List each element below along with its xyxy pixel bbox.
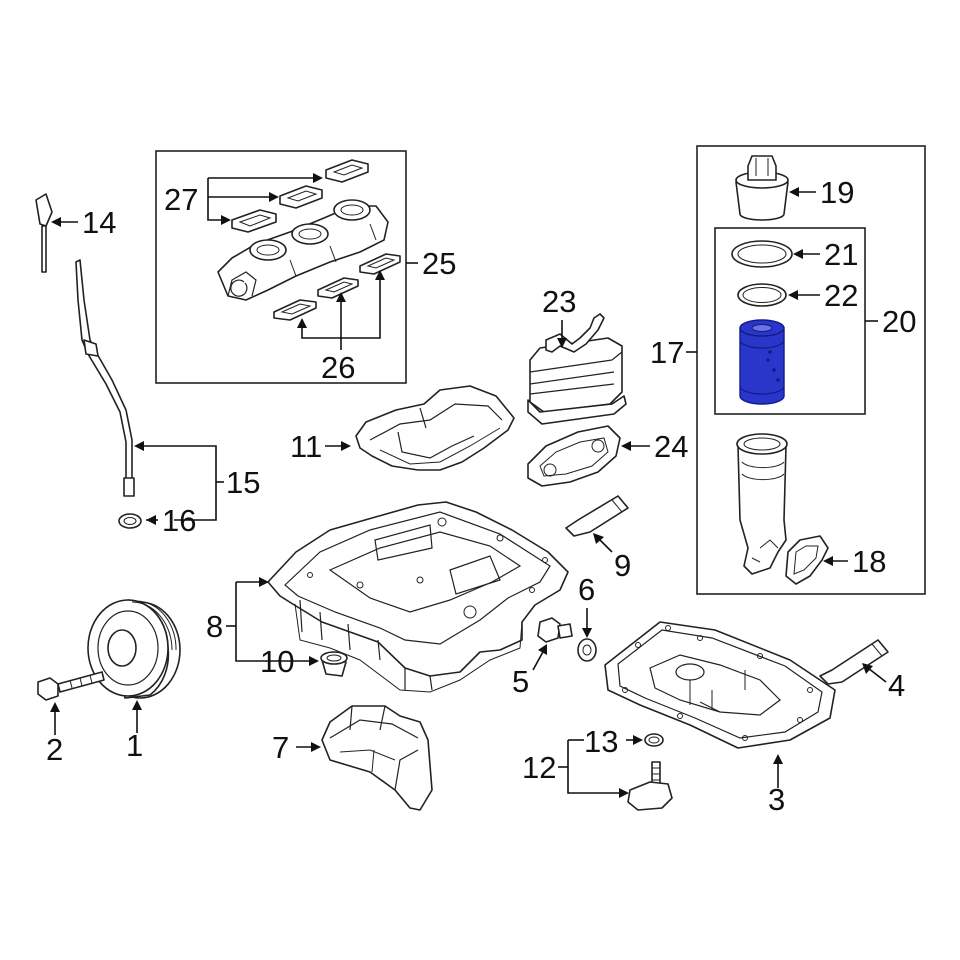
leader-lines (50, 173, 887, 798)
callout-6: 6 (578, 572, 595, 607)
sealant-tube-4 (819, 639, 889, 685)
drain-plug (537, 617, 573, 643)
pulley-bolt (37, 671, 105, 701)
dipstick (35, 193, 53, 273)
tube-o-ring (118, 513, 142, 529)
lower-oil-pan (604, 621, 836, 749)
intake-gaskets-26 (273, 253, 401, 321)
dipstick-tube (75, 259, 135, 497)
sensor-o-ring (644, 733, 664, 747)
group-box-17 (696, 145, 926, 595)
callout-11: 11 (290, 429, 322, 464)
callout-13: 13 (584, 724, 618, 759)
callout-1: 1 (126, 728, 143, 763)
intake-gaskets-27 (231, 159, 369, 233)
upper-oil-pan (267, 501, 569, 693)
plug-washer (577, 638, 597, 662)
callout-14: 14 (82, 205, 116, 240)
callout-25: 25 (422, 246, 456, 281)
callout-23: 23 (542, 284, 576, 319)
callout-17: 17 (650, 335, 684, 370)
callout-4: 4 (888, 668, 905, 703)
callout-9: 9 (614, 548, 631, 583)
filter-o-ring-small (737, 283, 787, 307)
oil-filter-element (739, 319, 785, 405)
callout-19: 19 (820, 175, 854, 210)
filter-cap-10 (320, 651, 348, 677)
filter-cap-19 (735, 155, 789, 221)
callout-2: 2 (46, 732, 63, 767)
callout-12: 12 (522, 750, 556, 785)
oil-filter-housing (736, 433, 788, 575)
filter-housing-gasket (785, 535, 829, 585)
callout-27: 27 (164, 182, 198, 217)
callout-3: 3 (768, 782, 785, 817)
callout-26: 26 (321, 350, 355, 385)
oil-baffle (321, 705, 433, 811)
callout-5: 5 (512, 664, 529, 699)
filter-o-ring-large (731, 240, 793, 268)
callout-18: 18 (852, 544, 886, 579)
callout-labels: 1 2 3 4 5 6 7 8 9 10 11 12 13 14 15 16 1… (46, 175, 916, 817)
sealant-tube-9 (565, 495, 629, 537)
callout-24: 24 (654, 429, 688, 464)
engine-cover (355, 385, 515, 471)
callout-8: 8 (206, 609, 223, 644)
callout-7: 7 (272, 730, 289, 765)
callout-16: 16 (162, 503, 196, 538)
group-box-25 (155, 150, 407, 384)
callout-10: 10 (260, 644, 294, 679)
oil-cooler-gasket (527, 425, 621, 487)
callout-20: 20 (882, 304, 916, 339)
crankshaft-pulley (87, 599, 181, 699)
callout-21: 21 (824, 237, 858, 272)
oil-cooler (527, 313, 627, 425)
oil-level-sensor (627, 761, 673, 811)
intake-manifold (217, 199, 389, 301)
callout-22: 22 (824, 278, 858, 313)
callout-15: 15 (226, 465, 260, 500)
